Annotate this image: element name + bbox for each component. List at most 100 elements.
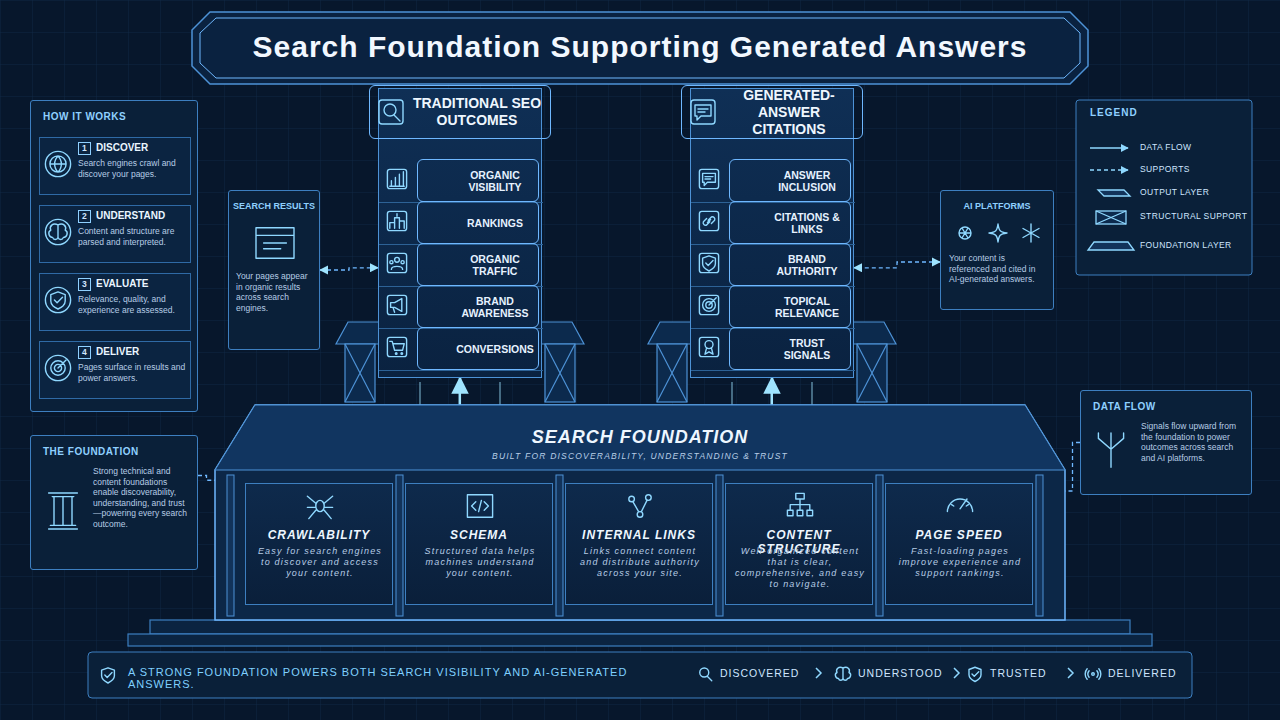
link-icon [699, 211, 718, 230]
process-step: 2 UNDERSTAND Content and structure are par… [39, 205, 191, 263]
node-text: Links connect content and distribute aut… [574, 546, 706, 579]
output-tower: GENERATED-ANSWER CITATIONSANSWER INCLUSI… [690, 88, 854, 378]
process-step: 1DISCOVERSearch engines crawl and discov… [39, 137, 191, 195]
brain-icon [835, 667, 850, 680]
platform-outline [215, 405, 1065, 620]
tree-icon [787, 493, 812, 515]
node-heading: 2 [78, 210, 91, 223]
shield-icon [699, 253, 718, 272]
icon-glyph [703, 217, 715, 225]
flow-lines [420, 382, 812, 405]
node-text: UNDERSTAND [96, 210, 165, 221]
icon-frame [387, 295, 406, 314]
node-text: DISCOVER [96, 142, 148, 153]
node-art [406, 484, 552, 604]
icon-glyph [49, 493, 78, 529]
icon-frame [387, 211, 406, 230]
node-heading: CONVERSIONS [417, 327, 539, 370]
foundation-pillar: SCHEMAStructured data helps machines und… [405, 483, 553, 605]
pillar-icon [49, 493, 78, 529]
node-heading: SCHEMA [406, 528, 552, 542]
icon-ring [45, 219, 70, 244]
node-heading: DATA FLOW [1093, 401, 1156, 412]
node-art [691, 327, 855, 370]
flow-icon [1098, 433, 1123, 467]
process-step: 3EVALUATERelevance, quality, and experie… [39, 273, 191, 331]
icon-frame [387, 169, 406, 188]
info-panel: AI PLATFORMSYour content is referenced a… [940, 190, 1054, 310]
tower-layer: TOPICAL RELEVANCE [691, 285, 855, 329]
icon-glyph [256, 228, 294, 258]
process-step: 4DELIVERPages surface in results and pow… [39, 341, 191, 399]
node-text: Search engines crawl and discover your p… [78, 158, 188, 179]
icon-glyph [50, 156, 66, 172]
node-heading: THE FOUNDATION [43, 446, 139, 457]
node-text: BUILT FOR DISCOVERABILITY, UNDERSTANDING… [215, 451, 1065, 461]
platform-column [876, 475, 883, 616]
icon-glyph [384, 104, 400, 121]
icon-frame [691, 100, 715, 124]
platform-column [1036, 475, 1043, 616]
icon-frame [387, 337, 406, 356]
node-heading: PAGE SPEED [886, 528, 1032, 542]
platform-deck [215, 405, 1065, 470]
legend-text: DATA FLOW [1140, 142, 1191, 152]
icon-glyph [705, 341, 713, 355]
icon-glyph [391, 299, 402, 313]
diagram-title: Search Foundation Supporting Generated A… [200, 20, 1080, 74]
node-heading: SEARCH FOUNDATION [215, 427, 1065, 448]
podium-icon [387, 211, 406, 230]
connector [854, 262, 940, 268]
node-heading: BRAND AUTHORITY [729, 243, 851, 286]
icon-glyph [390, 257, 404, 269]
node-text: Relevance, quality, and experience are a… [78, 294, 188, 315]
node-heading: GENERATED-ANSWER CITATIONS [681, 85, 863, 139]
node-art [886, 484, 1032, 604]
chat-icon [691, 100, 715, 124]
connector [320, 268, 378, 270]
caption-text: A STRONG FOUNDATION POWERS BOTH SEARCH V… [128, 666, 688, 690]
step-label: DELIVERED [1108, 667, 1177, 679]
brain-icon [45, 219, 70, 244]
node-text: Content and structure are parsed and int… [78, 226, 188, 247]
icon-glyph [51, 360, 66, 375]
node-text: Your pages appear in organic results acr… [236, 271, 314, 313]
wave-icon [1085, 669, 1101, 679]
chat-icon [699, 169, 718, 188]
tower-layer: BRAND AWARENESS [379, 285, 543, 329]
icon-frame [379, 100, 403, 124]
node-text: Strong technical and content foundations… [93, 466, 191, 529]
icon-glyph [51, 292, 65, 309]
platform-column [227, 475, 234, 616]
icon-glyph [390, 172, 404, 186]
mag-icon [700, 668, 712, 681]
icon-glyph [390, 341, 404, 354]
icon-glyph [695, 105, 711, 120]
icon-glyph [703, 173, 716, 185]
tower-layer: RANKINGS [379, 201, 543, 245]
node-heading: TRUST SIGNALS [729, 327, 851, 370]
icon-glyph [49, 224, 67, 239]
target-icon [45, 355, 70, 380]
foundation-pillar: CONTENT STRUCTUREWell-organized content … [725, 483, 873, 605]
foundation-pillar: INTERNAL LINKSLinks connect content and … [565, 483, 713, 605]
tower-layer: ORGANIC TRAFFIC [379, 243, 543, 287]
snow-icon [1023, 224, 1039, 242]
output-tower: TRADITIONAL SEO OUTCOMESORGANIC VISIBILI… [378, 88, 542, 378]
megaphone-icon [387, 295, 406, 314]
node-heading: TRADITIONAL SEO OUTCOMES [369, 85, 551, 139]
icon-glyph [787, 493, 812, 515]
node-text: Easy for search engines to discover and … [254, 546, 386, 579]
legend-box [1076, 100, 1252, 275]
connector [771, 378, 774, 405]
shield-icon [102, 668, 115, 683]
icon-glyph [1085, 669, 1101, 679]
title-frame [192, 12, 1088, 84]
icon-glyph [1023, 224, 1039, 242]
info-panel: DATA FLOWSignals flow upward from the fo… [1080, 390, 1252, 495]
node-art [246, 484, 392, 604]
node-text: Fast-loading pages improve experience an… [894, 546, 1026, 579]
tower-layer: ORGANIC VISIBILITY [379, 159, 543, 203]
node-heading: TOPICAL RELEVANCE [729, 285, 851, 328]
